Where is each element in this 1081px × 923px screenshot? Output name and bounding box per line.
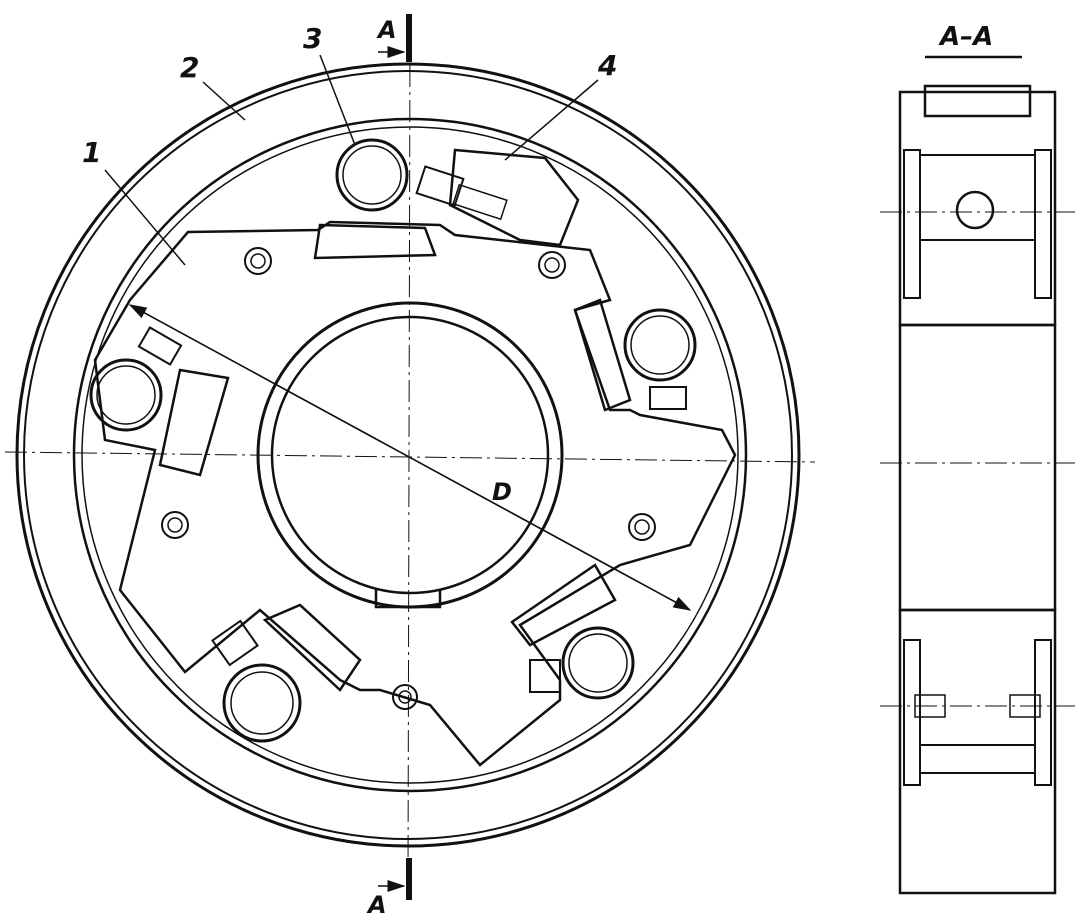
section-line-bottom	[406, 858, 412, 900]
roller	[623, 308, 697, 382]
inner-ring-inner	[81, 126, 739, 784]
screws	[137, 247, 687, 710]
callout-4: 4	[597, 49, 617, 82]
roller	[335, 138, 409, 212]
keyway	[374, 589, 442, 609]
roller	[630, 315, 690, 375]
front-view: D A A 1 2 3 4	[4, 14, 816, 919]
dimension-label-d: D	[492, 478, 512, 506]
callout-3: 3	[303, 22, 322, 55]
spring-plunger	[415, 148, 580, 247]
outer-ring-outer-edge	[15, 62, 801, 848]
rollers	[89, 138, 697, 743]
roller	[568, 633, 628, 693]
wedges	[158, 223, 632, 692]
roller	[89, 358, 163, 432]
section-mark-top: A	[376, 16, 397, 44]
callout-2: 2	[180, 51, 199, 84]
roller	[342, 145, 402, 205]
roller	[222, 663, 302, 743]
section-mark-bottom: A	[366, 891, 387, 919]
section-title: A–A	[938, 22, 993, 52]
roller	[230, 671, 294, 735]
roller	[96, 365, 156, 425]
callout-1: 1	[82, 136, 101, 169]
bore-outer	[256, 301, 564, 609]
bore-inner	[270, 315, 550, 595]
section-line-top	[406, 14, 412, 62]
section-view-a-a: A–A	[880, 22, 1075, 895]
cage-plate	[93, 220, 737, 767]
roller	[561, 626, 635, 700]
